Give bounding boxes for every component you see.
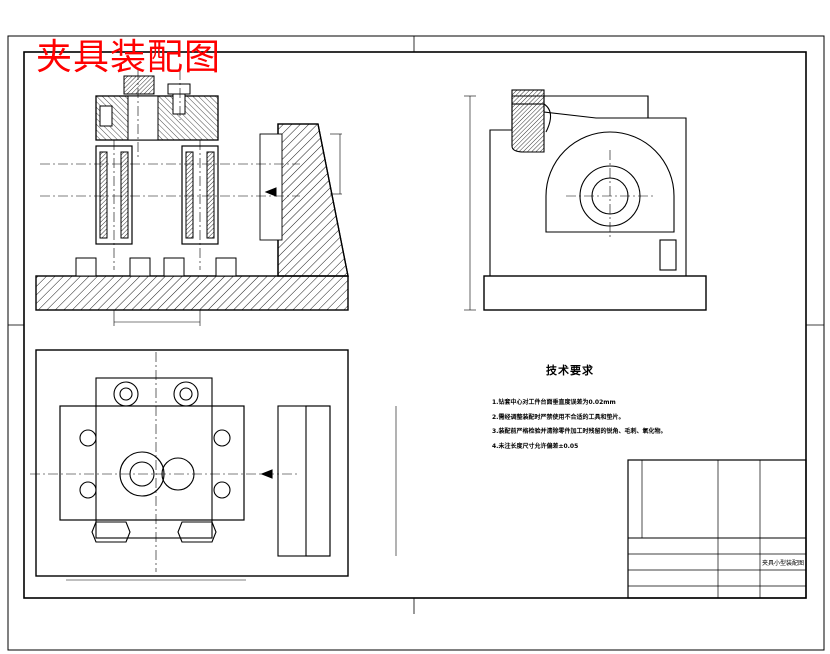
- sheet-border: [7, 35, 825, 651]
- tech-requirement-item: 3.装配前严格检验并清除零件加工时残留的锐角、毛刺、氧化物。: [492, 428, 667, 435]
- side-view: [464, 89, 707, 311]
- drawing-title: 夹具装配图: [36, 37, 222, 78]
- tech-requirements: 技术要求 1.钻套中心对工件台面垂直度误差为0.02mm 2.需经调整装配时严禁…: [492, 362, 732, 454]
- tech-requirement-item: 4.未注长度尺寸允许偏差±0.05: [492, 442, 579, 450]
- top-view: [30, 349, 397, 581]
- tech-requirement-item: 2.需经调整装配时严禁使用不合适的工具和垫片。: [492, 413, 625, 421]
- tech-requirements-heading: 技术要求: [546, 364, 594, 377]
- tech-requirement-item: 1.钻套中心对工件台面垂直度误差为0.02mm: [492, 399, 616, 406]
- title-block: [627, 459, 807, 599]
- front-view: [35, 70, 349, 326]
- title-block-drawing-name: 夹具小型装配图: [762, 560, 805, 567]
